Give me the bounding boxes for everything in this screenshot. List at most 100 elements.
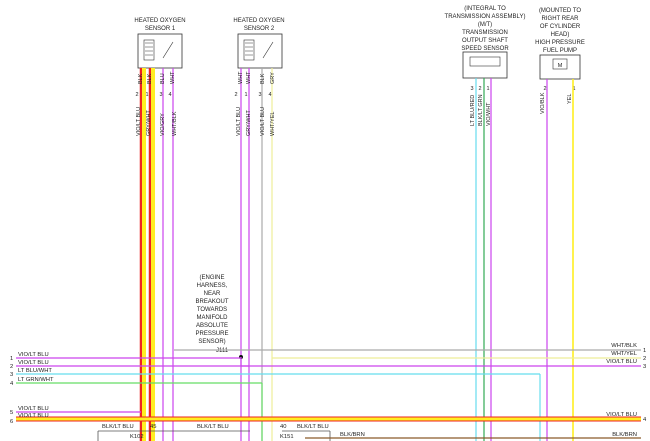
left-row-5-num: 5	[10, 410, 13, 416]
left-row-1-label: VIO/LT BLU	[18, 352, 49, 358]
left-row-6-num: 6	[10, 419, 13, 425]
left-connector: 1 VIO/LT BLU 2 VIO/LT BLU 3 LT BLU/WHT 4…	[10, 352, 54, 425]
sensor2-caption-line2: SENSOR 2	[244, 26, 275, 32]
oss-pin-1: 1	[486, 86, 489, 92]
left-row-6-label: VIO/LT BLU	[18, 413, 49, 419]
horizontal-wires	[16, 349, 641, 441]
motor-symbol: M	[558, 63, 563, 69]
sensor1-caption-line2: SENSOR 1	[145, 26, 176, 32]
vertical-wires	[139, 68, 574, 441]
k151-ref: K151	[280, 434, 294, 440]
sensor2-pin-1: 1	[244, 92, 247, 98]
right-row-3-label: VIO/LT BLU	[606, 359, 637, 365]
oss-label-1: LT BLU/RED	[470, 95, 476, 126]
oss-element-icon	[469, 56, 501, 67]
left-row-4-label: LT GRN/WHT	[18, 377, 54, 383]
oss-caption-line4: TRANSMISSION	[462, 30, 508, 36]
k102-wire-label: BLK/LT BLU	[102, 424, 134, 430]
pump-body	[539, 54, 581, 80]
s1-mid-label-2: GRY/WHT	[146, 109, 152, 136]
s2-top-label-4: GRY	[270, 72, 276, 84]
s2-mid-label-1: VIO/LT BLU	[236, 107, 242, 136]
right-row-1-label: WHT/BLK	[611, 343, 637, 349]
pump-pin-1: 1	[572, 86, 575, 92]
harness-note-line9: SENSOR)	[198, 339, 225, 345]
sensor-element-icon	[162, 41, 174, 59]
vertical-wire-labels: BLK BLK BLU WHT VIO/LT BLU GRY/WHT VIO/G…	[136, 71, 573, 136]
s1-top-label-4: WHT	[170, 71, 176, 84]
heater-element-icon	[243, 39, 255, 61]
heated-oxygen-sensor-2[interactable]: HEATED OXYGEN SENSOR 2 2 1 3 4	[233, 18, 284, 98]
output-shaft-speed-sensor[interactable]: (INTEGRAL TO TRANSMISSION ASSEMBLY) (M/T…	[445, 6, 526, 92]
s2-top-label-1: WHT	[238, 71, 244, 84]
oss-caption-line2: TRANSMISSION ASSEMBLY)	[445, 14, 526, 20]
heated-oxygen-sensor-1[interactable]: HEATED OXYGEN SENSOR 1 2 1 3 4	[134, 18, 185, 98]
right-row-2-label: WHT/YEL	[611, 351, 638, 357]
left-row-1-num: 1	[10, 356, 13, 362]
left-row-3-label: LT BLU/WHT	[18, 368, 52, 374]
oss-label-3: VIO/WHT	[486, 102, 492, 126]
pump-caption-line3: OF CYLINDER	[540, 24, 581, 30]
right-row-2-num: 2	[643, 356, 646, 362]
oss-caption-line1: (INTEGRAL TO	[464, 6, 506, 12]
right-row-5-label: BLK/BRN	[612, 432, 637, 438]
s2-mid-label-4: WHT/YEL	[270, 112, 276, 136]
left-row-4-num: 4	[10, 381, 14, 387]
left-row-3-num: 3	[10, 372, 13, 378]
harness-note-line4: BREAKOUT	[195, 299, 228, 305]
harness-note-line7: ABSOLUTE	[196, 323, 228, 329]
k151-wire-label: BLK/LT BLU	[297, 424, 329, 430]
pump-caption-line6: FUEL PUMP	[543, 48, 577, 54]
pump-caption-line4: HEAD)	[551, 32, 570, 38]
sensor1-caption-line1: HEATED OXYGEN	[134, 18, 185, 24]
pump-caption-line2: RIGHT REAR	[542, 16, 580, 22]
harness-note-line1: (ENGINE	[199, 275, 224, 281]
s2-top-label-3: BLK	[260, 73, 266, 84]
pump-caption-line1: (MOUNTED TO	[539, 8, 581, 14]
harness-note-line5: TOWARDS	[197, 307, 227, 313]
sensor-element-icon	[262, 41, 274, 59]
right-row-4-num: 4	[643, 417, 647, 423]
left-row-5-label: VIO/LT BLU	[18, 406, 49, 412]
k102-pin: 45	[150, 424, 156, 430]
s1-mid-label-1: VIO/LT BLU	[136, 107, 142, 136]
engine-harness-note: (ENGINE HARNESS, NEAR BREAKOUT TOWARDS M…	[195, 275, 243, 359]
harness-note-line2: HARNESS,	[197, 283, 228, 289]
s1-top-label-1: BLK	[138, 73, 144, 84]
right-row-3-num: 3	[643, 364, 646, 370]
sensor2-caption-line1: HEATED OXYGEN	[233, 18, 284, 24]
sensor2-pin-2: 2	[234, 92, 237, 98]
oss-caption-line5: OUTPUT SHAFT	[462, 38, 508, 44]
right-row-1-num: 1	[643, 348, 646, 354]
pump-caption-line5: HIGH PRESSURE	[535, 40, 585, 46]
sensor2-pin-4: 4	[268, 92, 271, 98]
splice-j111-label: J111	[216, 348, 229, 354]
sensor1-pin-4: 4	[168, 92, 171, 98]
oss-label-2: BLK/LT GRN	[478, 94, 484, 126]
heater-element-icon	[143, 39, 155, 61]
bottom-labels: BLK/LT BLU 45 K102 BLK/LT BLU 40 BLK/LT …	[102, 424, 365, 440]
harness-note-line6: MANIFOLD	[196, 315, 228, 321]
oss-caption-line6: SPEED SENSOR	[461, 46, 509, 52]
sensor1-pin-2: 2	[135, 92, 138, 98]
right-row-4-label: VIO/LT BLU	[606, 412, 637, 418]
s1-top-label-2: BLK	[147, 73, 153, 84]
s2-mid-label-2: GRY/WHT	[246, 109, 252, 136]
oss-pin-3: 3	[470, 86, 473, 92]
sensor2-body	[237, 33, 283, 69]
s1-mid-label-3: VIO/GRY	[160, 113, 166, 136]
mid-wire-label: BLK/LT BLU	[197, 424, 229, 430]
pump-label-2: YEL	[567, 94, 573, 104]
pump-pin-2: 2	[543, 86, 546, 92]
s1-mid-label-4: WHT/BLK	[172, 111, 178, 136]
pump-label-1: VIO/BLK	[540, 92, 546, 114]
sensor1-pin-1: 1	[145, 92, 148, 98]
s2-top-label-2: WHT	[246, 71, 252, 84]
oss-body	[462, 51, 508, 79]
k151-pin: 40	[280, 424, 286, 430]
high-pressure-fuel-pump[interactable]: (MOUNTED TO RIGHT REAR OF CYLINDER HEAD)…	[535, 8, 585, 92]
sensor1-body	[137, 33, 183, 69]
s2-mid-label-3: VIO/LT BLU	[260, 107, 266, 136]
left-row-2-num: 2	[10, 364, 13, 370]
